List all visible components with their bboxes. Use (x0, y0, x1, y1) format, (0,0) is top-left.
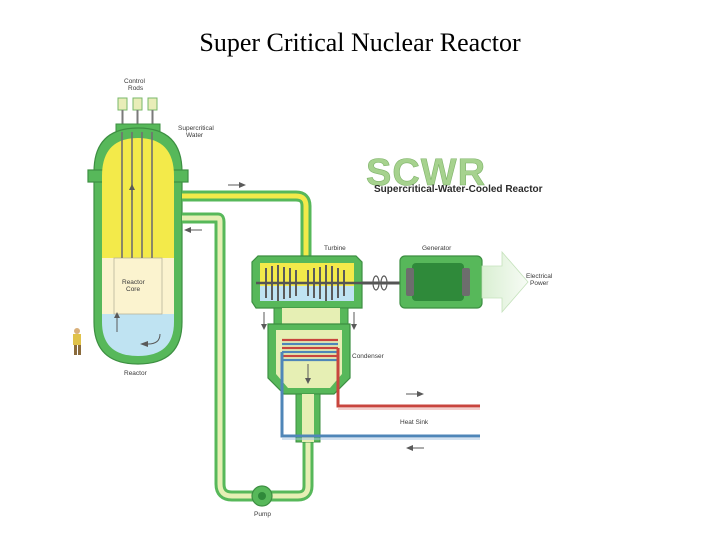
control-rods-label-line1: Control (124, 78, 146, 85)
logo-acronym: SCWR (366, 152, 486, 194)
logo-subtitle: Supercritical-Water-Cooled Reactor (374, 184, 543, 195)
scwr-diagram: SCWR Supercritical-Water-Cooled Reactor … (70, 72, 558, 520)
pump (251, 485, 273, 507)
steam-pipe-outer (182, 190, 312, 256)
supercritical-water-label-line2: Water (186, 132, 204, 139)
condenser (267, 323, 351, 443)
reactor-vessel (87, 127, 189, 365)
heat-sink-label: Heat Sink (400, 419, 429, 426)
generator (399, 255, 483, 309)
feedwater-pipe-inner (182, 215, 311, 499)
control-rod-drives (115, 97, 161, 133)
turbine (251, 255, 400, 309)
feedwater-flow-arrow (184, 227, 202, 233)
heat-sink-cold-line (280, 352, 480, 438)
electrical-power-label-line1: Electrical (526, 273, 553, 280)
reactor-label: Reactor (124, 370, 148, 377)
slide-title: Super Critical Nuclear Reactor (199, 28, 521, 57)
condenser-label: Condenser (352, 353, 385, 360)
reactor-core-label-line2: Core (126, 286, 140, 293)
exhaust-flow-arrows (261, 312, 357, 330)
reactor-core-label-line1: Reactor (122, 279, 146, 286)
electrical-power-label-line2: Power (530, 280, 549, 287)
scwr-logo: SCWR Supercritical-Water-Cooled Reactor (366, 152, 543, 195)
heat-sink-hot-line (336, 348, 480, 408)
shaft-coupling (362, 275, 400, 291)
human-scale-icon (73, 328, 81, 355)
generator-label: Generator (422, 245, 452, 252)
electrical-power-arrow (481, 250, 529, 314)
steam-pipe-inner (182, 193, 309, 256)
scwr-diagram-svg: SCWR Supercritical-Water-Cooled Reactor … (73, 78, 553, 518)
heat-sink-flow-arrows (406, 391, 424, 451)
turbine-label: Turbine (324, 245, 346, 252)
pump-label: Pump (254, 511, 271, 518)
steam-flow-arrow (228, 182, 246, 188)
control-rods-label-line2: Rods (128, 85, 144, 92)
supercritical-water-label-line1: Supercritical (178, 125, 214, 132)
turbine-exhaust-duct (273, 307, 349, 325)
